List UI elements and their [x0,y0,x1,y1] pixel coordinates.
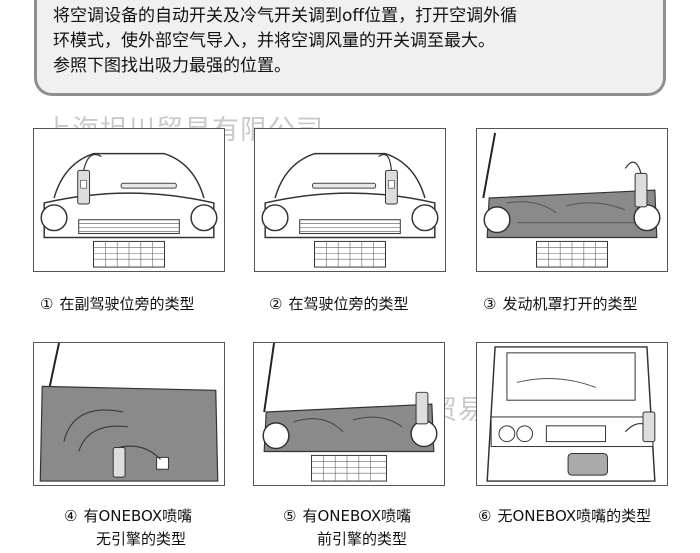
caption-panel-4-line2: 无引擎的类型 [96,530,187,548]
panel-hood-open [476,128,668,272]
onebox-front-engine-illustration [262,343,438,482]
panel-onebox-no-engine [33,342,225,486]
car-front-illustration [40,152,218,268]
panel-passenger-side [33,128,225,272]
car-front-illustration [261,152,439,268]
panel-onebox-front-engine [253,342,445,486]
onebox-no-engine-illustration [39,343,219,482]
instruction-line-3: 参照下图找出吸力最强的位置。 [53,56,291,76]
truck-illustration [486,346,656,482]
instruction-line-1: 将空调设备的自动开关及冷气开关调到off位置，打开空调外循 [53,6,518,26]
instruction-line-2: 环模式，使外部空气导入，并将空调风量的开关调至最大。 [53,31,495,51]
car-hood-open-illustration [482,132,661,268]
caption-panel-5-line2: 前引擎的类型 [317,530,408,548]
instruction-box: 将空调设备的自动开关及冷气开关调到off位置，打开空调外循 环模式，使外部空气导… [34,0,666,96]
panel-driver-side [254,128,446,272]
panel-no-onebox [476,342,668,486]
